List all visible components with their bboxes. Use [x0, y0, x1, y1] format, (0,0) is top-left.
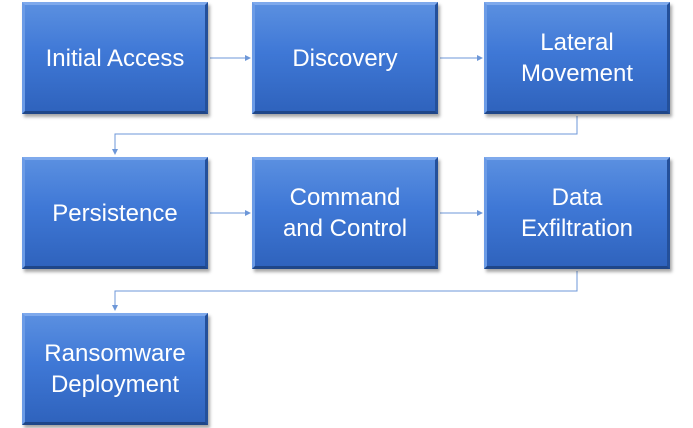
step-discovery: Discovery [252, 2, 438, 114]
arrow-lateral-movement-to-persistence [112, 116, 578, 155]
step-persistence: Persistence [22, 157, 208, 269]
step-initial-access: Initial Access [22, 2, 208, 114]
step-label: Persistence [52, 199, 178, 227]
step-label: Discovery [292, 44, 398, 72]
step-label: Initial Access [45, 44, 185, 72]
arrow-data-exfiltration-to-ransomware-deployment [112, 271, 578, 311]
